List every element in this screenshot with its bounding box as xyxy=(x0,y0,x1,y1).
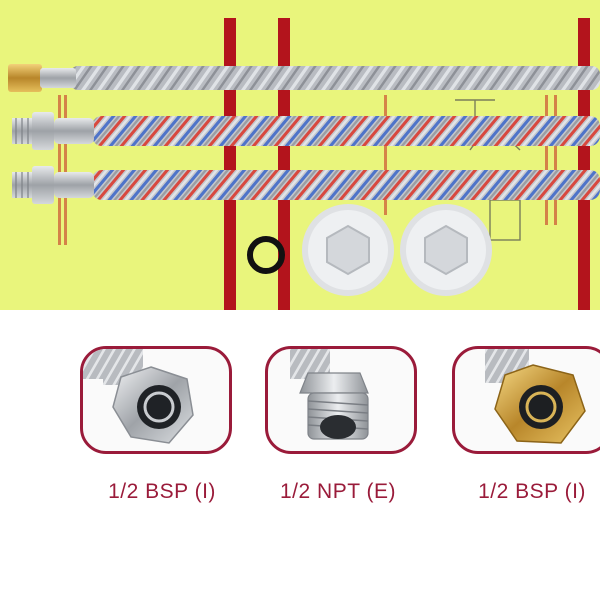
fitting-card-male-thread xyxy=(265,346,417,454)
fitting-label: 1/2 BSP (I) xyxy=(478,480,586,503)
escutcheon-plate xyxy=(400,204,492,296)
hose xyxy=(92,116,600,146)
packaging-board xyxy=(0,0,600,310)
o-ring xyxy=(247,236,285,274)
product-photo xyxy=(0,0,600,310)
red-stripe xyxy=(578,18,590,310)
brass-fitting xyxy=(8,64,42,92)
fitting-label: 1/2 BSP (I) xyxy=(108,480,216,503)
red-stripe xyxy=(278,18,290,310)
fitting-card-brass-nut xyxy=(452,346,600,454)
hose xyxy=(92,170,600,200)
red-stripe xyxy=(224,18,236,310)
fitting-card-chrome-nut xyxy=(80,346,232,454)
hose xyxy=(70,66,600,90)
escutcheon-plate xyxy=(302,204,394,296)
fitting-label: 1/2 NPT (E) xyxy=(280,480,396,503)
fittings-section: 1/2 BSP (I) 1/2 NPT (E) xyxy=(0,340,600,540)
